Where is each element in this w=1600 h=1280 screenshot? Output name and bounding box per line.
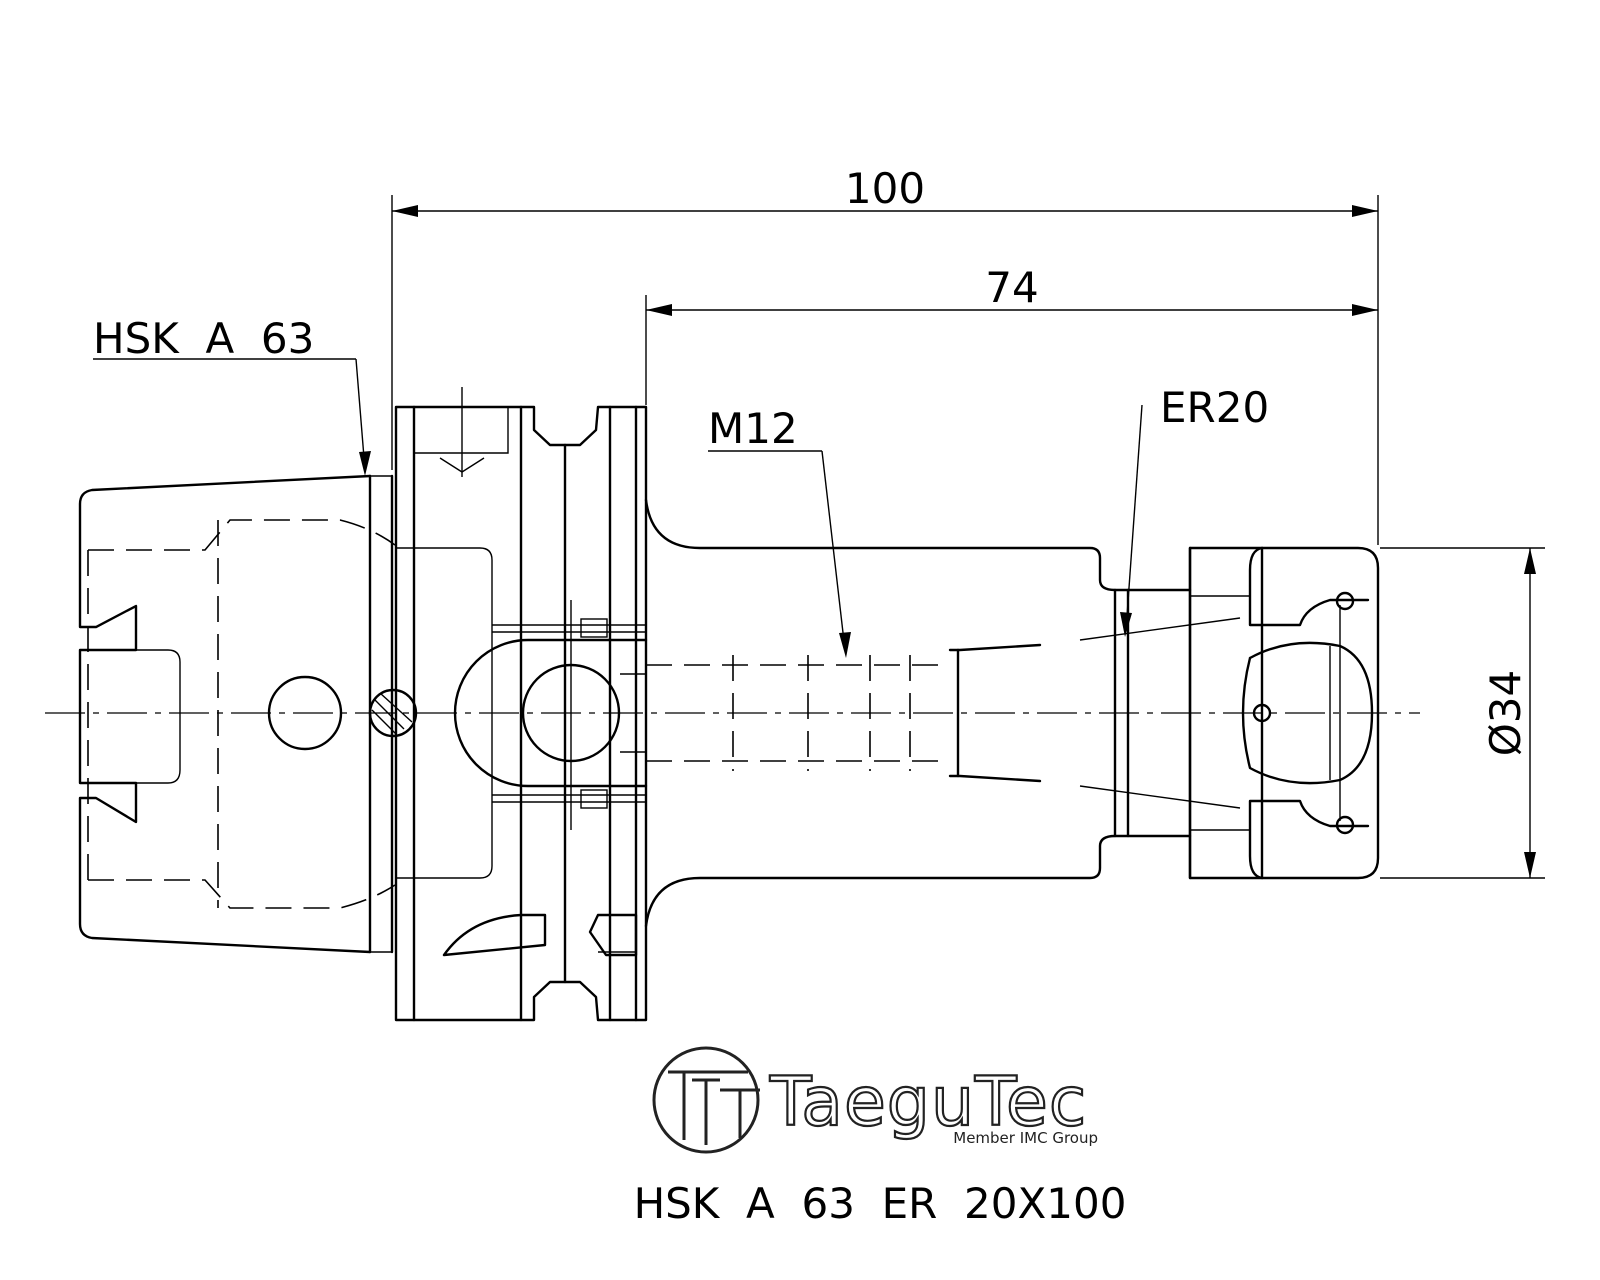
dimension-gauge-length: 74 (645, 263, 1378, 405)
collet-nut (1188, 546, 1380, 880)
logo-tagline-text: Member IMC Group (953, 1129, 1098, 1147)
hsk-taper-shank (78, 474, 418, 954)
callout-hsk-label: HSK A 63 (93, 314, 314, 363)
dimension-diameter-label: Ø34 (1481, 670, 1530, 757)
logo-brand-text: TaeguTec (769, 1063, 1087, 1142)
dimension-diameter: Ø34 (1380, 547, 1545, 879)
dimension-overall-length: 100 (391, 164, 1379, 545)
part-designation: HSK A 63 ER 20X100 (634, 1179, 1127, 1228)
callout-collet: ER20 (1120, 383, 1269, 637)
tool-body (644, 498, 1241, 928)
callout-thread: M12 (708, 404, 851, 658)
flange (394, 387, 648, 1022)
callout-er20-label: ER20 (1160, 383, 1269, 432)
dimension-74-label: 74 (985, 263, 1038, 312)
callout-hsk-interface: HSK A 63 (93, 314, 371, 476)
taegutec-logo: TaeguTec Member IMC Group (652, 1046, 1098, 1154)
dimension-100-label: 100 (845, 164, 925, 213)
callout-m12-label: M12 (708, 404, 798, 453)
logo-emblem-icon (652, 1046, 760, 1154)
